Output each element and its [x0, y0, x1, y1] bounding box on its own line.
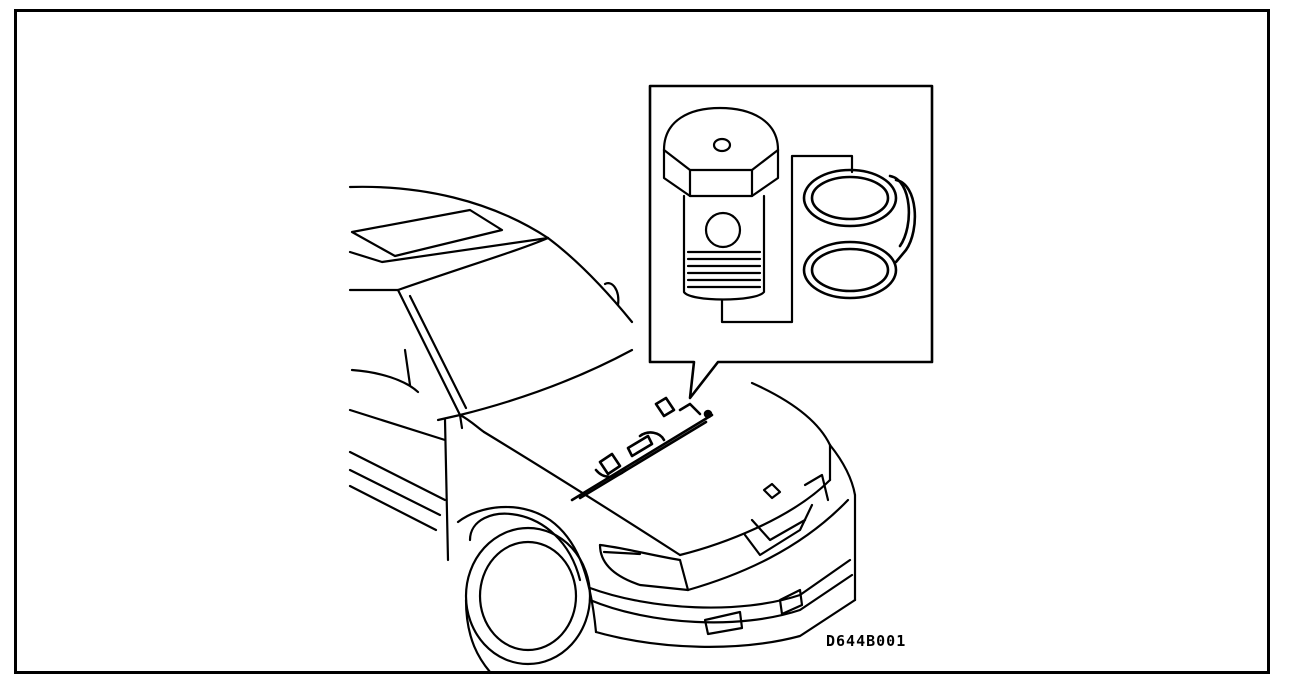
- gasket: [802, 168, 917, 300]
- detail-callout: [648, 84, 934, 400]
- car-hood: [458, 381, 832, 557]
- figure-frame: [14, 9, 1270, 674]
- car-roof: [348, 185, 550, 264]
- car-front: [588, 443, 857, 648]
- figure-code: D644B001: [826, 632, 907, 650]
- side-mirror: [603, 282, 620, 307]
- front-wheel: [456, 505, 598, 674]
- union-bolt: [662, 106, 854, 324]
- emblem: [762, 482, 782, 500]
- washer-hose: [570, 396, 714, 502]
- car-side: [348, 288, 462, 562]
- car-windshield: [396, 236, 634, 417]
